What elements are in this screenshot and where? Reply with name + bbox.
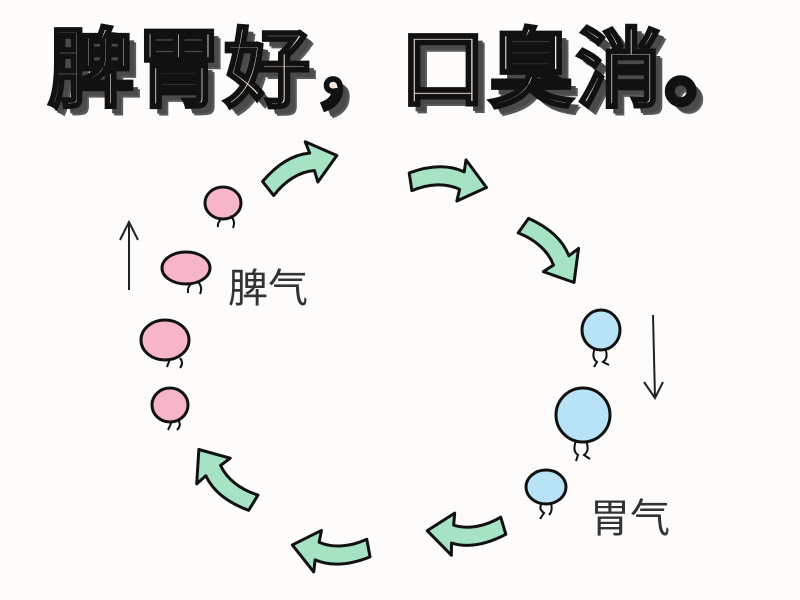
cycle-arrow-top-right: [402, 142, 495, 214]
spleen-qi-label: 脾气: [228, 266, 308, 312]
spleen-qi-figure: [139, 318, 191, 369]
cycle-arrow-left: [180, 434, 264, 528]
stomach-qi-label: 胃气: [590, 496, 670, 542]
stomach-qi-figure: [524, 468, 568, 520]
cycle-arrow-top-left: [254, 134, 344, 199]
page-title: 脾胃好，口臭消。: [47, 17, 752, 121]
spleen-qi-up-arrow-icon: [119, 219, 139, 290]
spleen-qi-figure: [150, 386, 190, 431]
stomach-qi-figure: [554, 386, 612, 462]
cycle-arrow-right: [512, 202, 594, 297]
cycle-arrow-bottom-center: [285, 518, 376, 588]
stomach-qi-down-arrow-icon: [643, 314, 664, 400]
spleen-qi-figure: [160, 250, 212, 295]
cycle-arrow-bottom-right: [422, 503, 511, 566]
stomach-qi-figure: [580, 308, 622, 368]
spleen-qi-figure: [203, 185, 243, 229]
title-banner: 脾胃好，口臭消。: [0, 6, 800, 121]
